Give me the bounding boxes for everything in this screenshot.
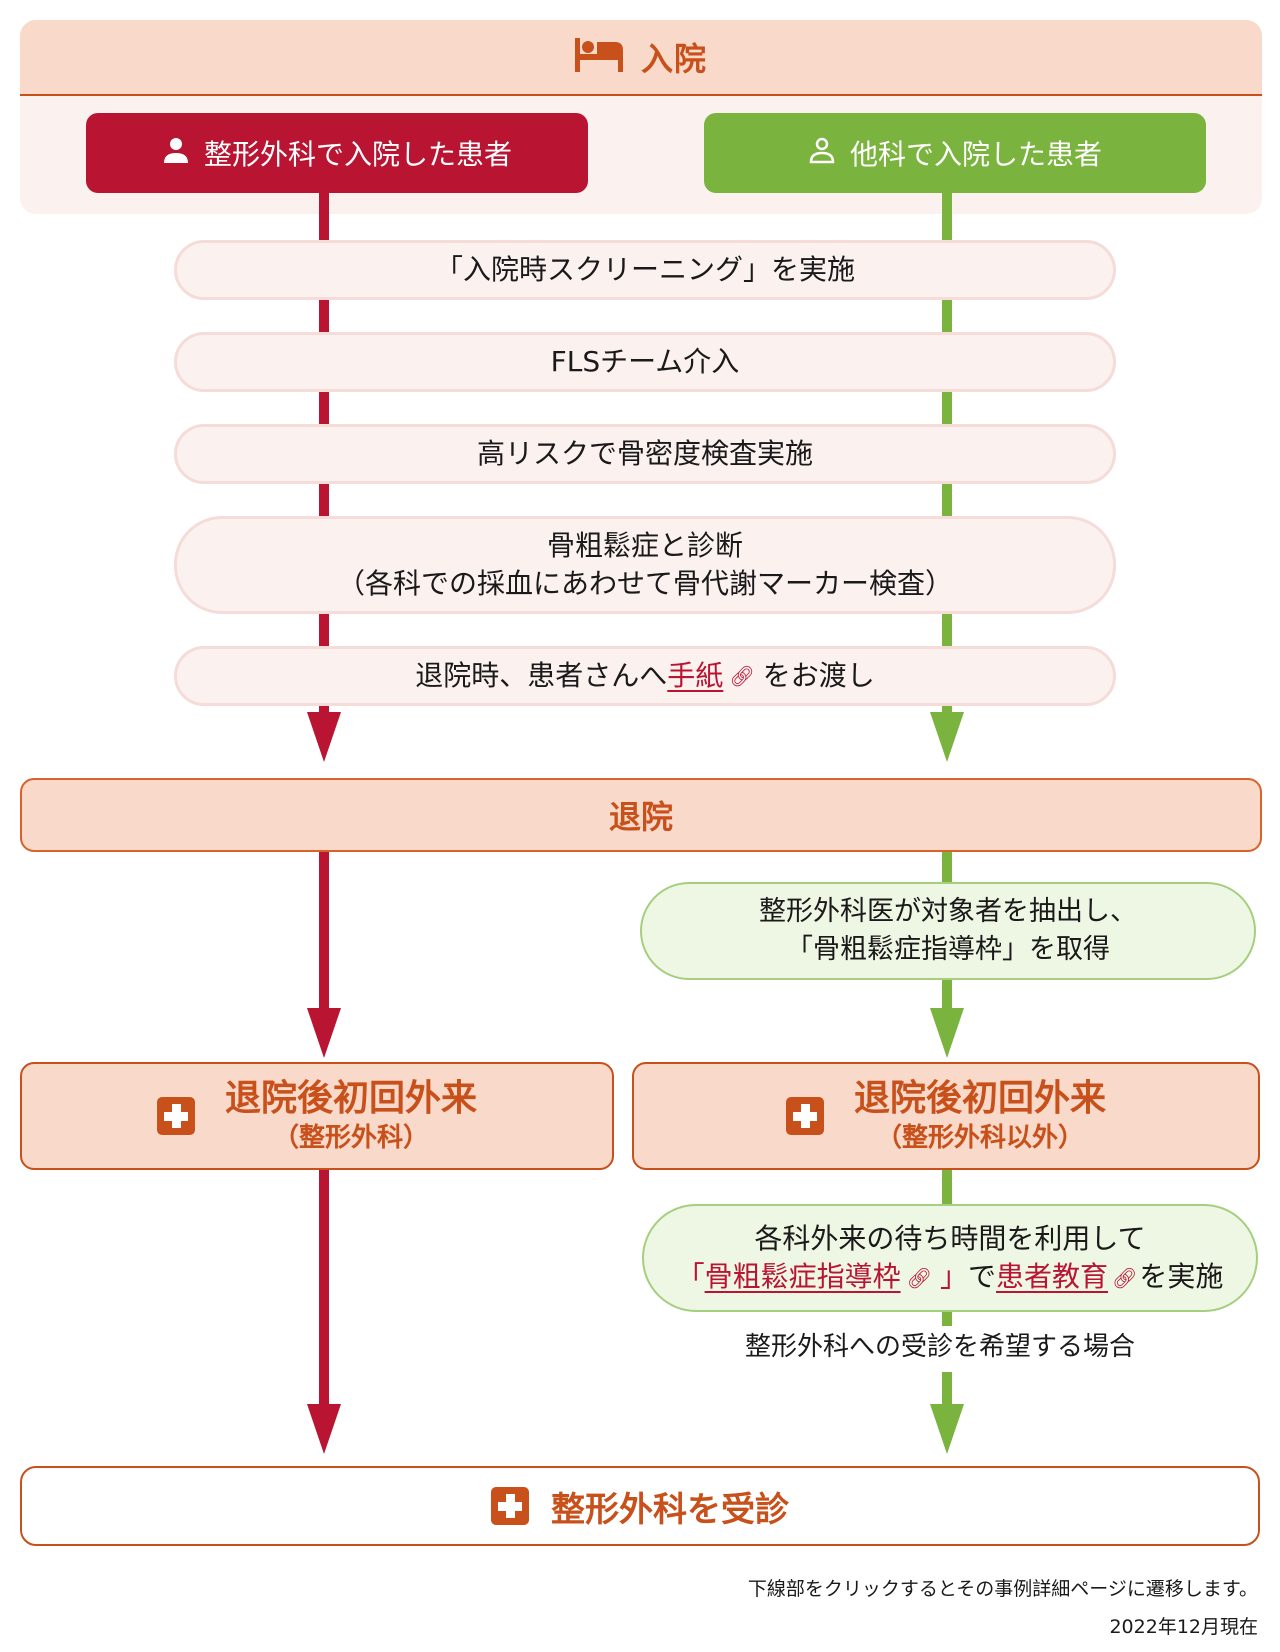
link-icon[interactable]: 🔗︎ xyxy=(906,1265,932,1290)
flow-line-ortho-3 xyxy=(319,1170,329,1408)
link-icon[interactable]: 🔗︎ xyxy=(729,664,755,688)
admission-section: 入院 整形外科で入院した患者 他科で入院した患者 xyxy=(20,20,1262,214)
flow-line-other-2 xyxy=(942,852,952,892)
step-diagnosis: 骨粗鬆症と診断 （各科での採血にあわせて骨代謝マーカー検査） xyxy=(174,516,1116,614)
step-bone-density-text: 高リスクで骨密度検査実施 xyxy=(476,437,813,470)
patient-ortho-text: 整形外科で入院した患者 xyxy=(203,138,512,171)
education-after: を実施 xyxy=(1139,1259,1224,1293)
arrow-down-other-3 xyxy=(930,1404,964,1454)
patient-ortho-label: 整形外科で入院した患者 xyxy=(86,113,588,193)
final-title: 整形外科を受診 xyxy=(551,1489,789,1530)
link-icon[interactable]: 🔗︎ xyxy=(1112,1265,1138,1290)
step-fls-team: FLSチーム介入 xyxy=(174,332,1116,392)
discharge-title: 退院 xyxy=(608,798,673,836)
person-filled-icon xyxy=(162,136,190,171)
step-letter-after: をお渡し xyxy=(762,659,875,692)
arrow-down-ortho xyxy=(307,712,341,762)
step-screening: 「入院時スクリーニング」を実施 xyxy=(174,240,1116,300)
outpatient-other-box: 退院後初回外来 （整形外科以外） xyxy=(632,1062,1260,1170)
arrow-down-other xyxy=(930,712,964,762)
step-fls-team-text: FLSチーム介入 xyxy=(550,345,740,378)
patient-other-text: 他科で入院した患者 xyxy=(849,138,1102,171)
step-bone-density: 高リスクで骨密度検査実施 xyxy=(174,424,1116,484)
education-line1: 各科外来の待ち時間を利用して xyxy=(754,1221,1146,1255)
link-hint-note: 下線部をクリックするとその事例詳細ページに遷移します。 xyxy=(747,1578,1258,1600)
step-patient-education: 各科外来の待ち時間を利用して 「骨粗鬆症指導枠🔗︎」で患者教育🔗︎を実施 xyxy=(642,1204,1258,1312)
patient-education-link[interactable]: 患者教育 xyxy=(996,1259,1109,1293)
letter-link[interactable]: 手紙 xyxy=(667,659,724,692)
arrow-down-ortho-3 xyxy=(307,1404,341,1454)
outpatient-other-title: 退院後初回外来 xyxy=(853,1078,1106,1119)
arrow-down-other-2 xyxy=(930,1008,964,1058)
condition-label: 整形外科への受診を希望する場合 xyxy=(744,1332,1135,1362)
flow-line-other-3 xyxy=(942,980,952,1010)
step-letter-before: 退院時、患者さんへ xyxy=(415,659,668,692)
as-of-date: 2022年12月現在 xyxy=(1109,1616,1258,1638)
person-outline-icon xyxy=(808,136,836,171)
bracket-close: 」 xyxy=(939,1259,968,1293)
flow-line-other-4 xyxy=(942,1170,952,1206)
extract-line1: 整形外科医が対象者を抽出し、 xyxy=(759,896,1137,927)
flow-line-ortho-2 xyxy=(319,852,329,1012)
extract-line2: 「骨粗鬆症指導枠」を取得 xyxy=(786,934,1110,965)
step-letter: 退院時、患者さんへ手紙🔗︎ をお渡し xyxy=(174,646,1116,706)
final-ortho-visit-box: 整形外科を受診 xyxy=(20,1466,1260,1546)
admission-title: 入院 xyxy=(640,40,707,78)
admission-header: 入院 xyxy=(20,20,1262,96)
osteoporosis-guidance-link[interactable]: 骨粗鬆症指導枠 xyxy=(704,1259,901,1293)
outpatient-ortho-box: 退院後初回外来 （整形外科） xyxy=(20,1062,614,1170)
education-line2: 「骨粗鬆症指導枠🔗︎」で患者教育🔗︎を実施 xyxy=(677,1258,1224,1297)
outpatient-ortho-title: 退院後初回外来 xyxy=(224,1078,477,1119)
medical-cross-icon xyxy=(785,1097,824,1135)
patient-other-label: 他科で入院した患者 xyxy=(704,113,1206,193)
step-screening-text: 「入院時スクリーニング」を実施 xyxy=(434,253,855,286)
medical-cross-icon xyxy=(491,1487,529,1525)
flow-line-other-5 xyxy=(942,1312,952,1326)
outpatient-ortho-subtitle: （整形外科） xyxy=(272,1123,429,1153)
step-diagnosis-line2: （各科での採血にあわせて骨代謝マーカー検査） xyxy=(336,567,953,600)
bed-icon xyxy=(574,38,625,76)
step-diagnosis-line1: 骨粗鬆症と診断 xyxy=(546,529,743,562)
outpatient-other-subtitle: （整形外科以外） xyxy=(875,1123,1084,1153)
flow-line-other-6 xyxy=(942,1372,952,1408)
step-extract-target: 整形外科医が対象者を抽出し、 「骨粗鬆症指導枠」を取得 xyxy=(640,882,1256,980)
arrow-down-ortho-2 xyxy=(307,1008,341,1058)
medical-cross-icon xyxy=(156,1097,195,1135)
bracket-open: 「 xyxy=(676,1259,705,1293)
education-middle: で xyxy=(968,1259,997,1293)
discharge-bar: 退院 xyxy=(20,778,1262,852)
